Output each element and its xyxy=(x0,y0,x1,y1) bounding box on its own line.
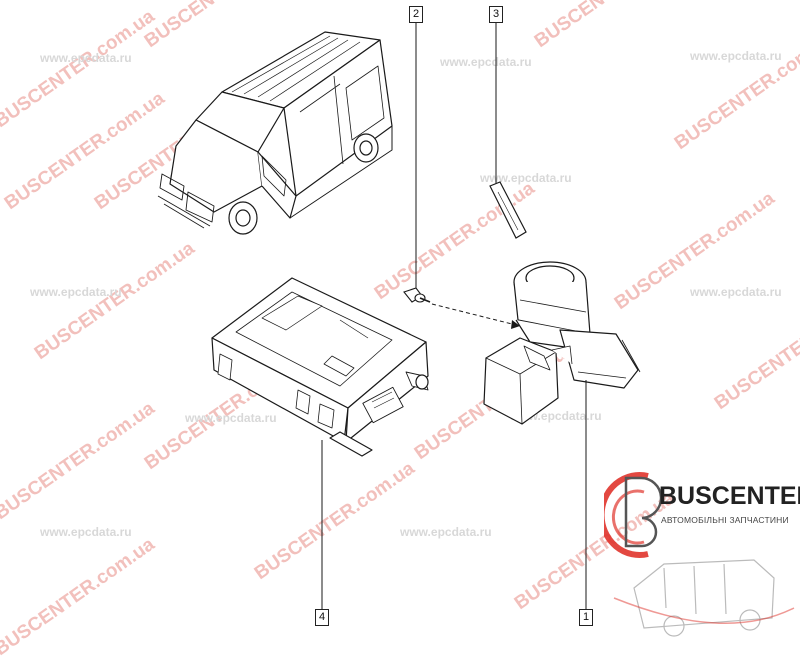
logo-subtitle-text: АВТОМОБІЛЬНІ ЗАПЧАСТИНИ xyxy=(661,515,789,525)
buscenter-logo: BUSCENTER АВТОМОБІЛЬНІ ЗАПЧАСТИНИ xyxy=(604,468,800,656)
watermark-buscenter: BUSCENTER.com.ua xyxy=(671,28,800,154)
watermark-buscenter: BUSCENTER.com.ua xyxy=(531,0,699,52)
watermark-buscenter: BUSCENTER.com.ua xyxy=(711,288,800,414)
watermark-epcdata: www.epcdata.ru xyxy=(39,525,132,539)
watermark-buscenter: BUSCENTER.com.ua xyxy=(0,398,159,524)
callout-4: 4 xyxy=(315,609,329,626)
watermark-epcdata: www.epcdata.ru xyxy=(689,285,782,299)
control-unit-part-4 xyxy=(211,277,429,457)
watermark-buscenter: BUSCENTER.com.ua xyxy=(251,458,419,584)
watermark-epcdata: www.epcdata.ru xyxy=(29,285,122,299)
watermark-epcdata: www.epcdata.ru xyxy=(439,55,532,69)
leader-lines xyxy=(321,22,587,609)
watermark-epcdata: www.epcdata.ru xyxy=(479,171,572,185)
screw-part-2 xyxy=(403,287,431,303)
watermark-buscenter: BUSCENTER.com.ua xyxy=(31,238,199,364)
callout-4-label: 4 xyxy=(318,611,326,623)
watermark-buscenter: BUSCENTER.com.ua xyxy=(371,178,539,304)
watermark-epcdata: www.epcdata.ru xyxy=(39,51,132,65)
callout-3: 3 xyxy=(489,6,503,23)
watermark-buscenter: BUSCENTER.com.ua xyxy=(0,534,159,656)
callout-2: 2 xyxy=(409,6,423,23)
van-illustration xyxy=(157,31,393,235)
logo-bus-icon xyxy=(613,559,795,637)
ignition-lock-part-1 xyxy=(483,261,641,425)
callout-2-label: 2 xyxy=(412,8,420,20)
watermark-epcdata: www.epcdata.ru xyxy=(689,49,782,63)
watermark-epcdata: www.epcdata.ru xyxy=(184,411,277,425)
callout-1-label: 1 xyxy=(582,611,590,623)
callout-3-label: 3 xyxy=(492,8,500,20)
assembly-arrow-head xyxy=(511,320,520,329)
key-part-3 xyxy=(489,181,527,239)
watermark-buscenter: BUSCENTER.com.ua xyxy=(141,0,309,52)
assembly-dashed-line xyxy=(431,303,521,327)
logo-emblem xyxy=(604,472,795,637)
watermark-epcdata: www.epcdata.ru xyxy=(399,525,492,539)
callout-1: 1 xyxy=(579,609,593,626)
logo-brand-text: BUSCENTER xyxy=(659,482,800,510)
